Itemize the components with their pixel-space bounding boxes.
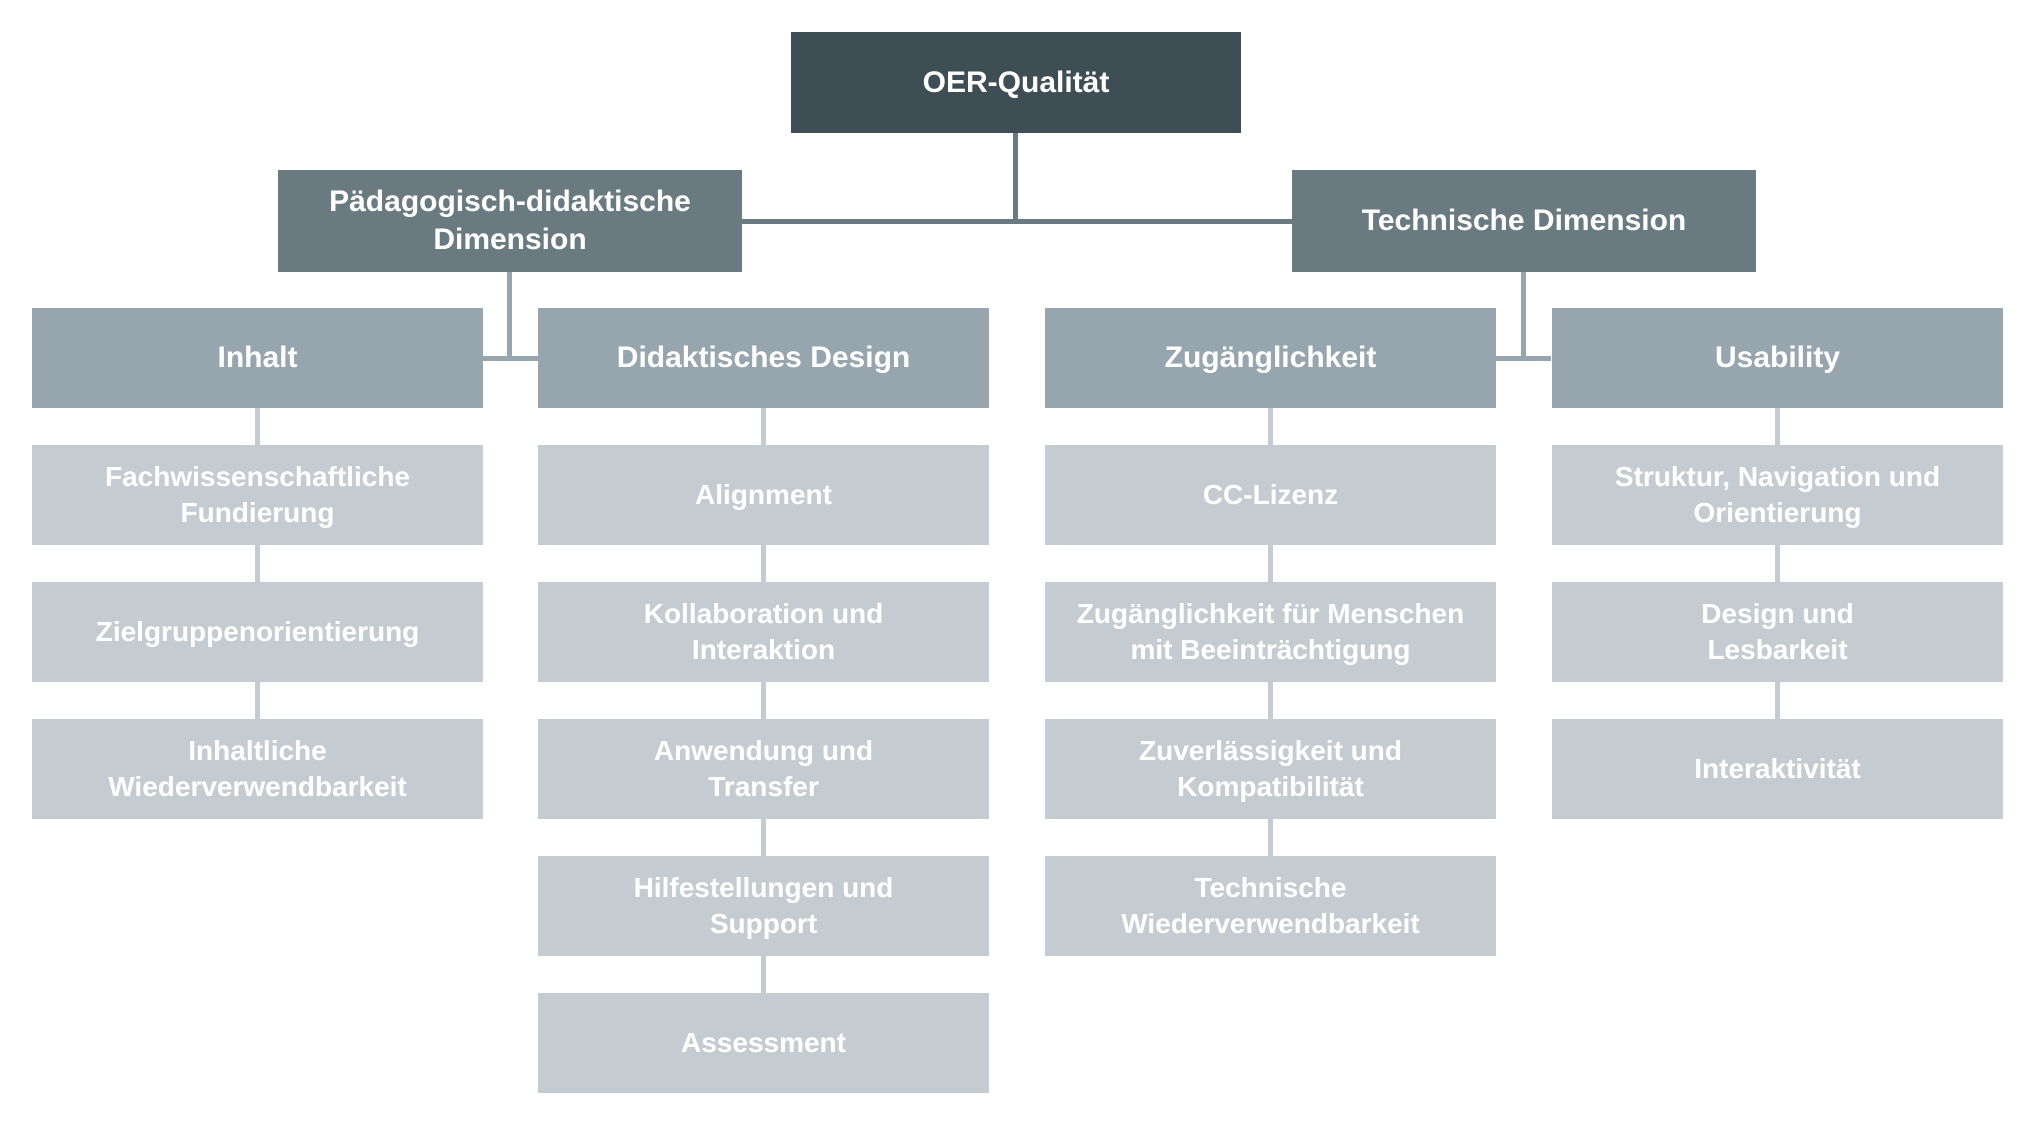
node-paedagogisch-didaktische-dimension: Pädagogisch-didaktische Dimension	[278, 170, 742, 272]
connector-col1-2	[255, 545, 260, 582]
node-category-didaktisches-design: Didaktisches Design	[538, 308, 989, 408]
connector-col2-5	[761, 956, 766, 993]
connector-dim1-horizontal	[483, 356, 538, 361]
connector-dim2-horizontal	[1496, 356, 1551, 361]
node-category-zugaenglichkeit: Zugänglichkeit	[1045, 308, 1496, 408]
item-node: Anwendung und Transfer	[538, 719, 989, 819]
node-category-inhalt: Inhalt	[32, 308, 483, 408]
item-node: CC-Lizenz	[1045, 445, 1496, 545]
connector-col1-3	[255, 682, 260, 719]
connector-col3-2	[1268, 545, 1273, 582]
connector-root-vertical	[1013, 133, 1018, 224]
connector-col3-1	[1268, 408, 1273, 445]
item-node: Inhaltliche Wiederverwendbarkeit	[32, 719, 483, 819]
node-technische-dimension: Technische Dimension	[1292, 170, 1756, 272]
node-category-usability: Usability	[1552, 308, 2003, 408]
connector-col2-2	[761, 545, 766, 582]
connector-dim2-vertical	[1521, 272, 1526, 361]
connector-col2-1	[761, 408, 766, 445]
connector-col3-4	[1268, 819, 1273, 856]
item-node: Design und Lesbarkeit	[1552, 582, 2003, 682]
connector-dim1-vertical	[507, 272, 512, 361]
item-node: Alignment	[538, 445, 989, 545]
connector-col2-3	[761, 682, 766, 719]
item-node: Struktur, Navigation und Orientierung	[1552, 445, 2003, 545]
item-node: Zuverlässigkeit und Kompatibilität	[1045, 719, 1496, 819]
connector-col4-1	[1775, 408, 1780, 445]
item-node: Fachwissenschaftliche Fundierung	[32, 445, 483, 545]
item-node: Hilfestellungen und Support	[538, 856, 989, 956]
connector-col2-4	[761, 819, 766, 856]
connector-col3-3	[1268, 682, 1273, 719]
connector-col1-1	[255, 408, 260, 445]
connector-col4-3	[1775, 682, 1780, 719]
node-oer-qualitaet: OER-Qualität	[791, 32, 1241, 133]
item-node: Assessment	[538, 993, 989, 1093]
connector-root-horizontal	[742, 219, 1292, 224]
item-node: Interaktivität	[1552, 719, 2003, 819]
connector-col4-2	[1775, 545, 1780, 582]
item-node: Kollaboration und Interaktion	[538, 582, 989, 682]
item-node: Zugänglichkeit für Menschen mit Beeinträ…	[1045, 582, 1496, 682]
item-node: Zielgruppenorientierung	[32, 582, 483, 682]
item-node: Technische Wiederverwendbarkeit	[1045, 856, 1496, 956]
